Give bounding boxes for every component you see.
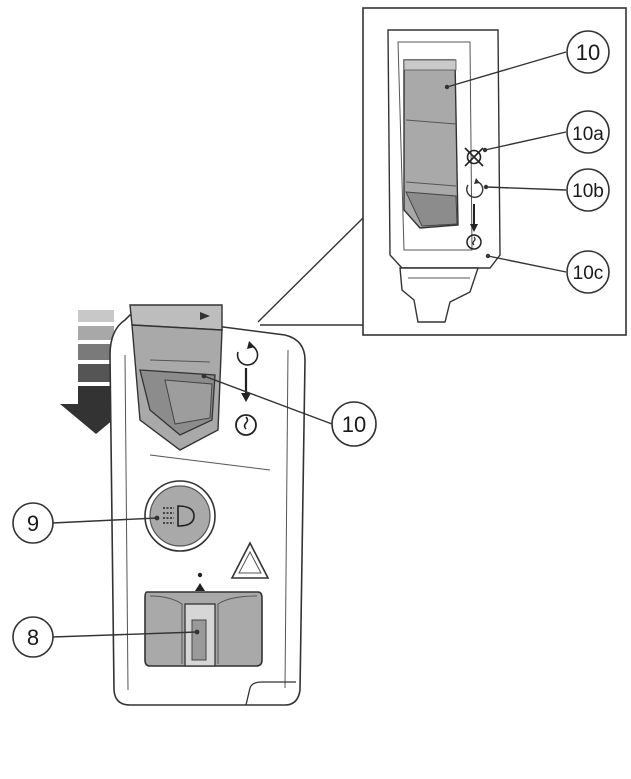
callout-8: 8 bbox=[12, 616, 54, 658]
svg-text:10b: 10b bbox=[572, 181, 604, 202]
svg-text:8: 8 bbox=[27, 625, 39, 650]
callout-9: 9 bbox=[12, 502, 54, 544]
inset-detail: 10 10a 10b 10c bbox=[257, 7, 627, 336]
headlight-icon bbox=[163, 505, 195, 527]
engine-switch[interactable] bbox=[129, 304, 223, 451]
engine-stop-icon bbox=[464, 147, 484, 167]
down-arrow-icon bbox=[241, 368, 251, 402]
zoom-line-upper bbox=[257, 217, 364, 323]
inset-housing-inner bbox=[397, 41, 473, 251]
svg-text:9: 9 bbox=[27, 511, 39, 536]
headlight-button[interactable] bbox=[144, 480, 216, 552]
callout-10b: 10b bbox=[566, 168, 610, 212]
svg-text:10a: 10a bbox=[572, 124, 604, 145]
dimmer-switch[interactable] bbox=[144, 572, 263, 667]
run-circle-icon bbox=[236, 341, 259, 366]
hazard-triangle-icon bbox=[230, 541, 270, 579]
inset-handle bbox=[399, 267, 479, 323]
down-arrow-icon bbox=[470, 204, 478, 232]
starter-icon bbox=[466, 234, 482, 250]
svg-text:10c: 10c bbox=[573, 263, 604, 284]
callout-10a: 10a bbox=[566, 110, 610, 154]
callout-10-inset: 10 bbox=[566, 30, 610, 74]
svg-text:10: 10 bbox=[576, 40, 600, 65]
svg-text:10: 10 bbox=[342, 412, 366, 437]
callout-10c: 10c bbox=[566, 250, 610, 294]
callout-10-main: 10 bbox=[331, 401, 377, 447]
run-circle-icon bbox=[466, 178, 484, 198]
starter-icon bbox=[235, 414, 257, 436]
